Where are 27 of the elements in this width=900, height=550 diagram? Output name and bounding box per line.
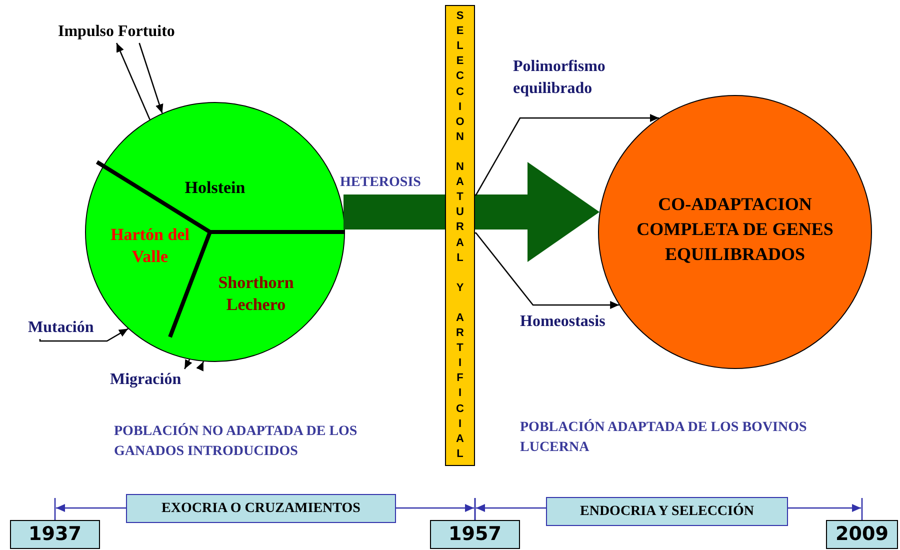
arrow <box>474 232 620 309</box>
year-box: 2009 <box>826 520 898 549</box>
edge-label: HETEROSIS <box>340 174 422 192</box>
vertical-label: SELECCION NATURAL Y ARTIFICIAL <box>456 9 464 462</box>
period-label: ENDOCRIA Y SELECCIÓN <box>546 497 788 526</box>
population-note: POBLACIÓN ADAPTADA DE LOS BOVINOS LUCERNA <box>520 418 808 457</box>
block-arrow <box>475 162 600 262</box>
selection-bar <box>445 5 475 466</box>
arrow <box>138 42 164 114</box>
sector-label: Hartón del Valle <box>110 224 190 268</box>
arrow <box>474 114 659 196</box>
year-box: 1957 <box>430 520 520 549</box>
population-note: POBLACIÓN NO ADAPTADA DE LOS GANADOS INTRODUCIDOS <box>114 422 358 461</box>
node-label: Migración <box>110 369 202 391</box>
arrow <box>196 361 204 372</box>
arrow <box>116 42 150 120</box>
arrow <box>184 359 192 370</box>
edge-label: Polimorfismo equilibrado <box>513 57 606 99</box>
node-label: Impulso Fortuito <box>58 21 208 43</box>
edge-label: Homeostasis <box>520 312 606 332</box>
sector-label: Shorthorn Lechero <box>217 272 295 316</box>
node-label: Mutación <box>28 317 116 339</box>
sector-label: Holstein <box>184 177 246 199</box>
circle-label: CO-ADAPTACION COMPLETA DE GENES EQUILIBRADOS <box>636 193 834 266</box>
arrow <box>39 328 128 342</box>
year-box: 1937 <box>10 520 100 549</box>
period-label: EXOCRIA O CRUZAMIENTOS <box>126 494 396 523</box>
